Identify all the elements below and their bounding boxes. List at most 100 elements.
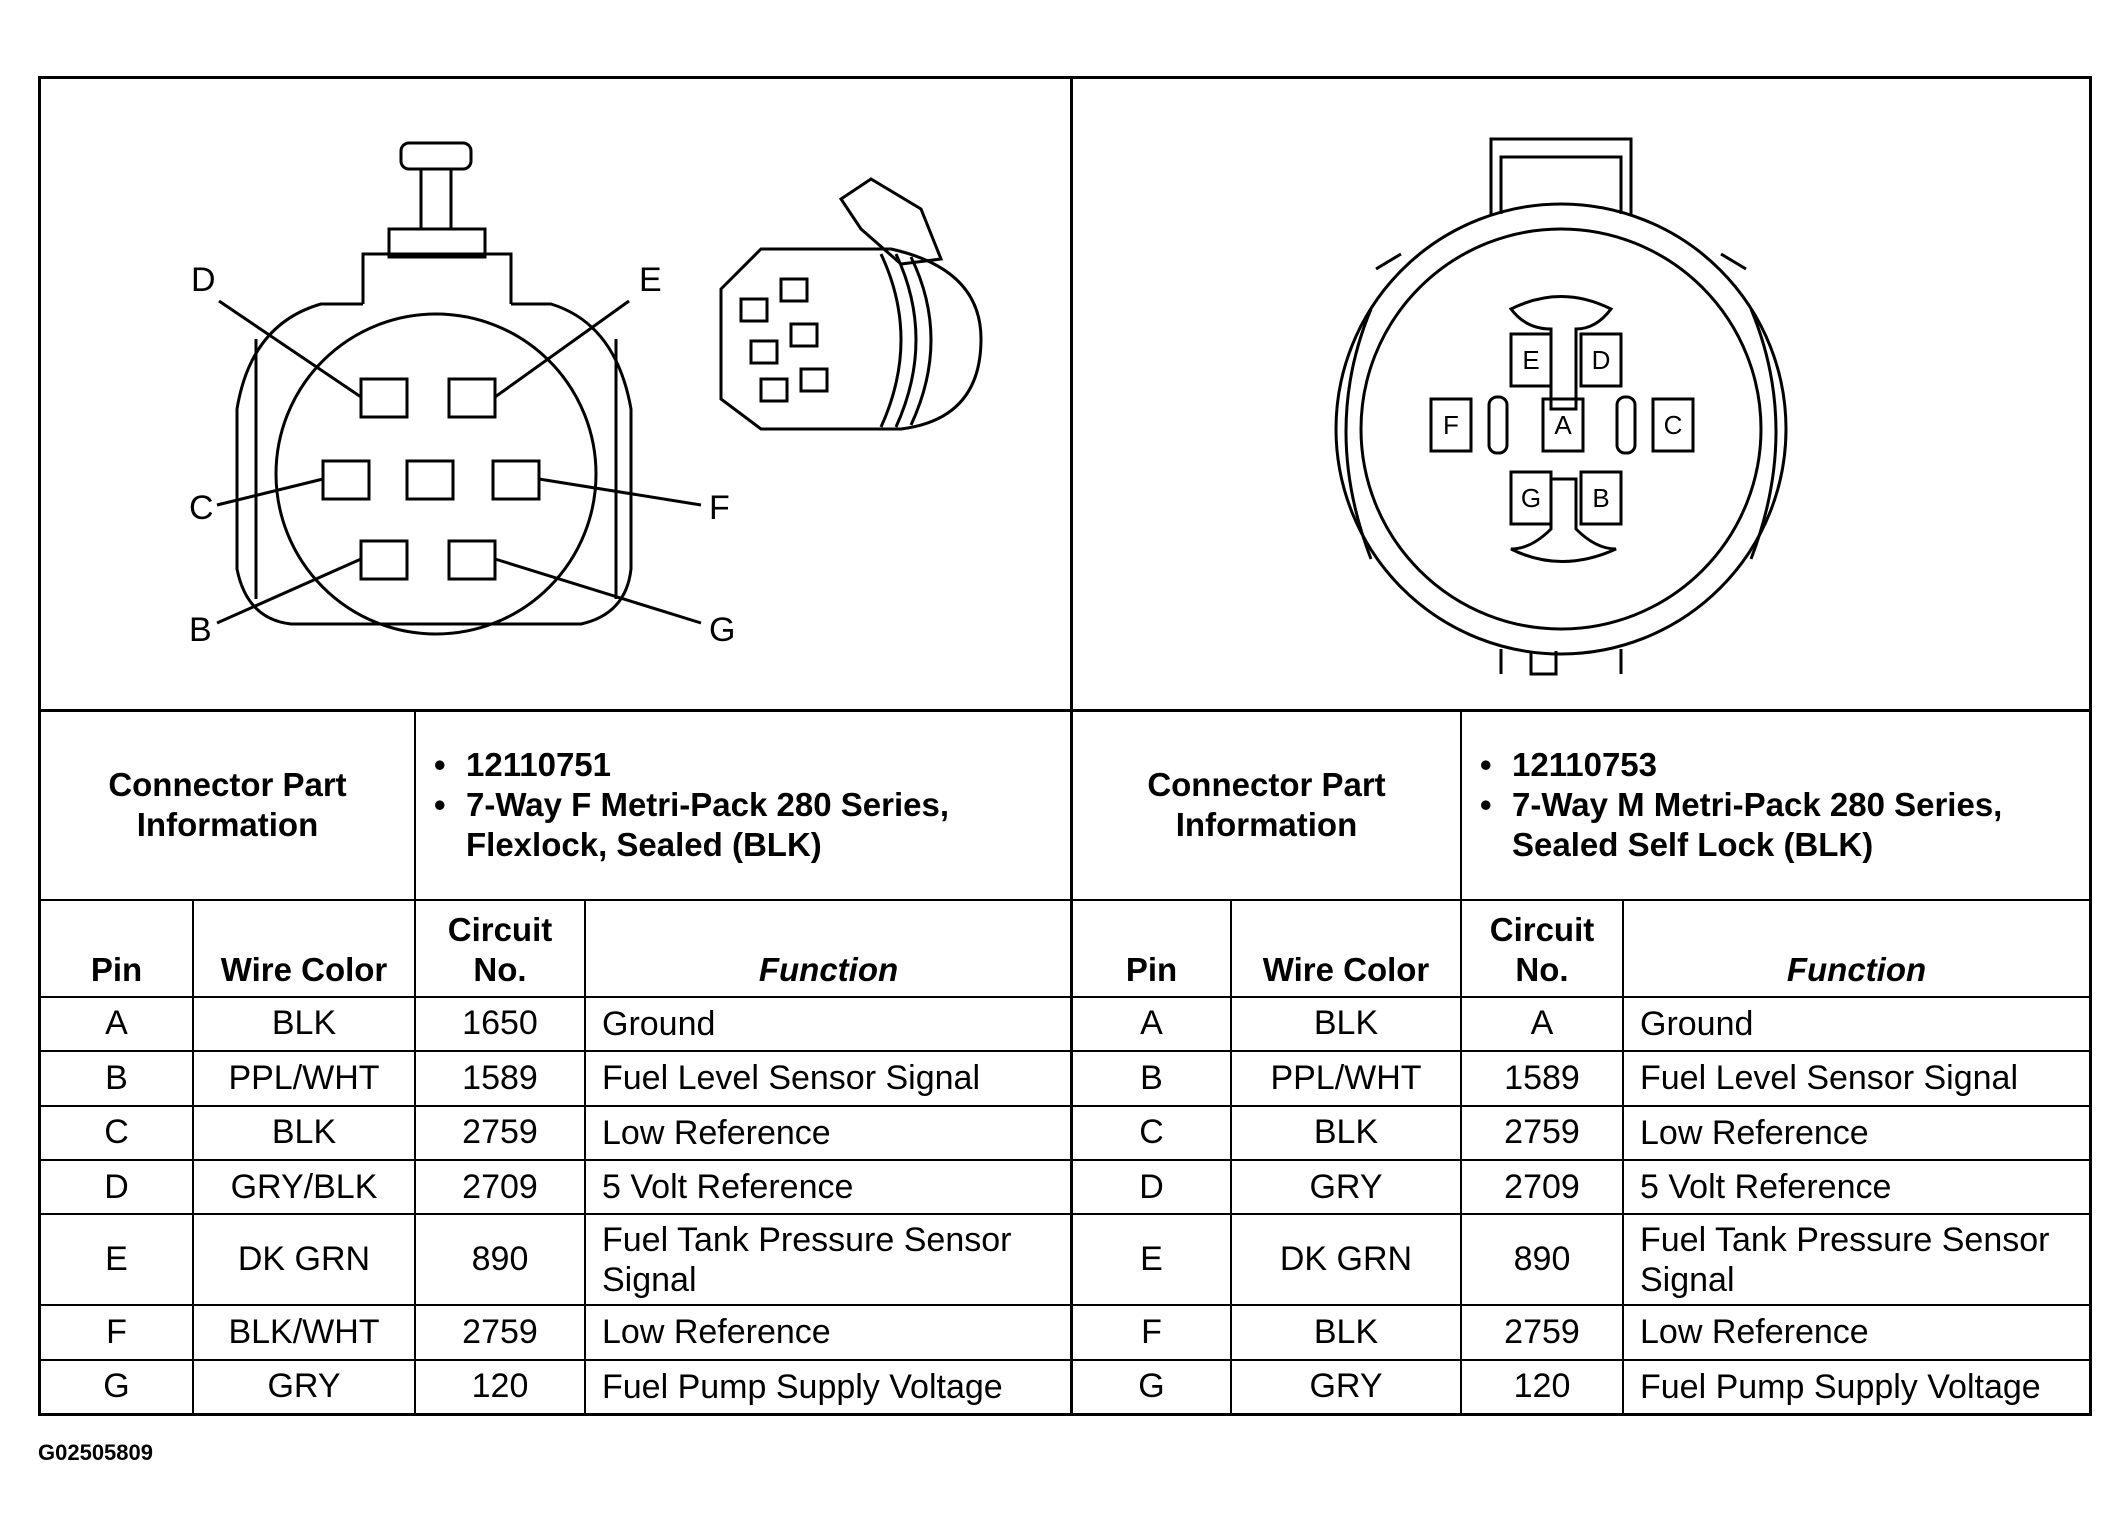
function-cell: 5 Volt Reference [584, 1158, 1071, 1216]
circuit-cell: 2759 [1460, 1104, 1624, 1161]
circuit-cell: 890 [414, 1213, 586, 1307]
label-A: A [1554, 410, 1572, 440]
pin-cell: A [41, 995, 194, 1053]
pin-cell: F [1073, 1304, 1232, 1361]
label-C: C [1664, 410, 1683, 440]
connector-description: 7-Way F Metri-Pack 280 Series, Flexlock,… [434, 785, 1061, 865]
function-cell: Low Reference [584, 1104, 1071, 1161]
function-cell: Fuel Pump Supply Voltage [1622, 1358, 2089, 1413]
left-pinout-table: Connector Part Information 12110751 7-Wa… [41, 708, 1071, 1413]
pin-cell: C [1073, 1104, 1232, 1161]
label-D: D [191, 261, 216, 299]
function-cell: Fuel Tank Pressure Sensor Signal [1622, 1213, 2089, 1307]
connector-info-label: Connector Part Information [1073, 708, 1462, 901]
header-wire-color: Wire Color [1230, 898, 1462, 998]
function-cell: Fuel Tank Pressure Sensor Signal [584, 1213, 1071, 1307]
label-D: D [1592, 345, 1611, 375]
circuit-cell: 890 [1460, 1213, 1624, 1307]
circuit-cell: 2759 [414, 1104, 586, 1161]
header-function: Function [584, 898, 1071, 998]
label-E: E [1522, 345, 1539, 375]
connector-description: 7-Way M Metri-Pack 280 Series, Sealed Se… [1480, 785, 2079, 865]
header-pin: Pin [41, 898, 194, 998]
wire-cell: BLK [192, 995, 416, 1053]
connector-info: 12110753 7-Way M Metri-Pack 280 Series, … [1460, 708, 2089, 901]
label-G: G [709, 611, 735, 649]
wire-cell: GRY [1230, 1358, 1462, 1413]
circuit-cell: A [1460, 995, 1624, 1053]
pin-cell: E [1073, 1213, 1232, 1307]
function-cell: Low Reference [1622, 1304, 2089, 1361]
wire-cell: GRY/BLK [192, 1158, 416, 1216]
pin-cell: A [1073, 995, 1232, 1053]
circuit-cell: 2709 [414, 1158, 586, 1216]
figure-code: G02505809 [38, 1440, 153, 1465]
wire-cell: BLK/WHT [192, 1304, 416, 1361]
circuit-cell: 2759 [414, 1304, 586, 1361]
pin-cell: D [1073, 1158, 1232, 1216]
label-F: F [709, 489, 730, 527]
function-cell: Fuel Level Sensor Signal [1622, 1050, 2089, 1107]
connector-figure: D E C F B G [38, 76, 2092, 1416]
pin-cell: C [41, 1104, 194, 1161]
circuit-cell: 120 [1460, 1358, 1624, 1413]
pin-cell: F [41, 1304, 194, 1361]
pin-cell: E [41, 1213, 194, 1307]
header-circuit-no: Circuit No. [414, 898, 586, 998]
header-circuit-no: Circuit No. [1460, 898, 1624, 998]
right-pinout-table: Connector Part Information 12110753 7-Wa… [1073, 708, 2089, 1413]
label-G: G [1521, 483, 1541, 513]
part-number: 12110753 [1480, 745, 2079, 785]
circuit-cell: 2709 [1460, 1158, 1624, 1216]
pin-cell: B [41, 1050, 194, 1107]
wire-cell: BLK [192, 1104, 416, 1161]
circuit-cell: 120 [414, 1358, 586, 1413]
header-wire-color: Wire Color [192, 898, 416, 998]
wire-cell: DK GRN [192, 1213, 416, 1307]
pin-cell: D [41, 1158, 194, 1216]
circuit-cell: 1589 [414, 1050, 586, 1107]
circuit-cell: 2759 [1460, 1304, 1624, 1361]
function-cell: Low Reference [1622, 1104, 2089, 1161]
wire-cell: BLK [1230, 995, 1462, 1053]
label-F: F [1443, 410, 1459, 440]
label-E: E [639, 261, 662, 299]
connector-info: 12110751 7-Way F Metri-Pack 280 Series, … [414, 708, 1071, 901]
label-B: B [189, 611, 212, 649]
wire-cell: PPL/WHT [1230, 1050, 1462, 1107]
function-cell: Ground [584, 995, 1071, 1053]
function-cell: Low Reference [584, 1304, 1071, 1361]
header-pin: Pin [1073, 898, 1232, 998]
pin-cell: G [41, 1358, 194, 1413]
wire-cell: DK GRN [1230, 1213, 1462, 1307]
wire-cell: PPL/WHT [192, 1050, 416, 1107]
pin-cell: G [1073, 1358, 1232, 1413]
label-C: C [189, 489, 214, 527]
male-connector-diagram: E D F A C G B [1334, 137, 1788, 676]
function-cell: 5 Volt Reference [1622, 1158, 2089, 1216]
wire-cell: BLK [1230, 1104, 1462, 1161]
vertical-divider [1070, 79, 1073, 1413]
pin-cell: B [1073, 1050, 1232, 1107]
part-number: 12110751 [434, 745, 1061, 785]
header-function: Function [1622, 898, 2089, 998]
wire-cell: BLK [1230, 1304, 1462, 1361]
function-cell: Fuel Pump Supply Voltage [584, 1358, 1071, 1413]
label-B: B [1592, 483, 1609, 513]
female-connector-diagram: D E C F B G [189, 141, 983, 649]
circuit-cell: 1650 [414, 995, 586, 1053]
